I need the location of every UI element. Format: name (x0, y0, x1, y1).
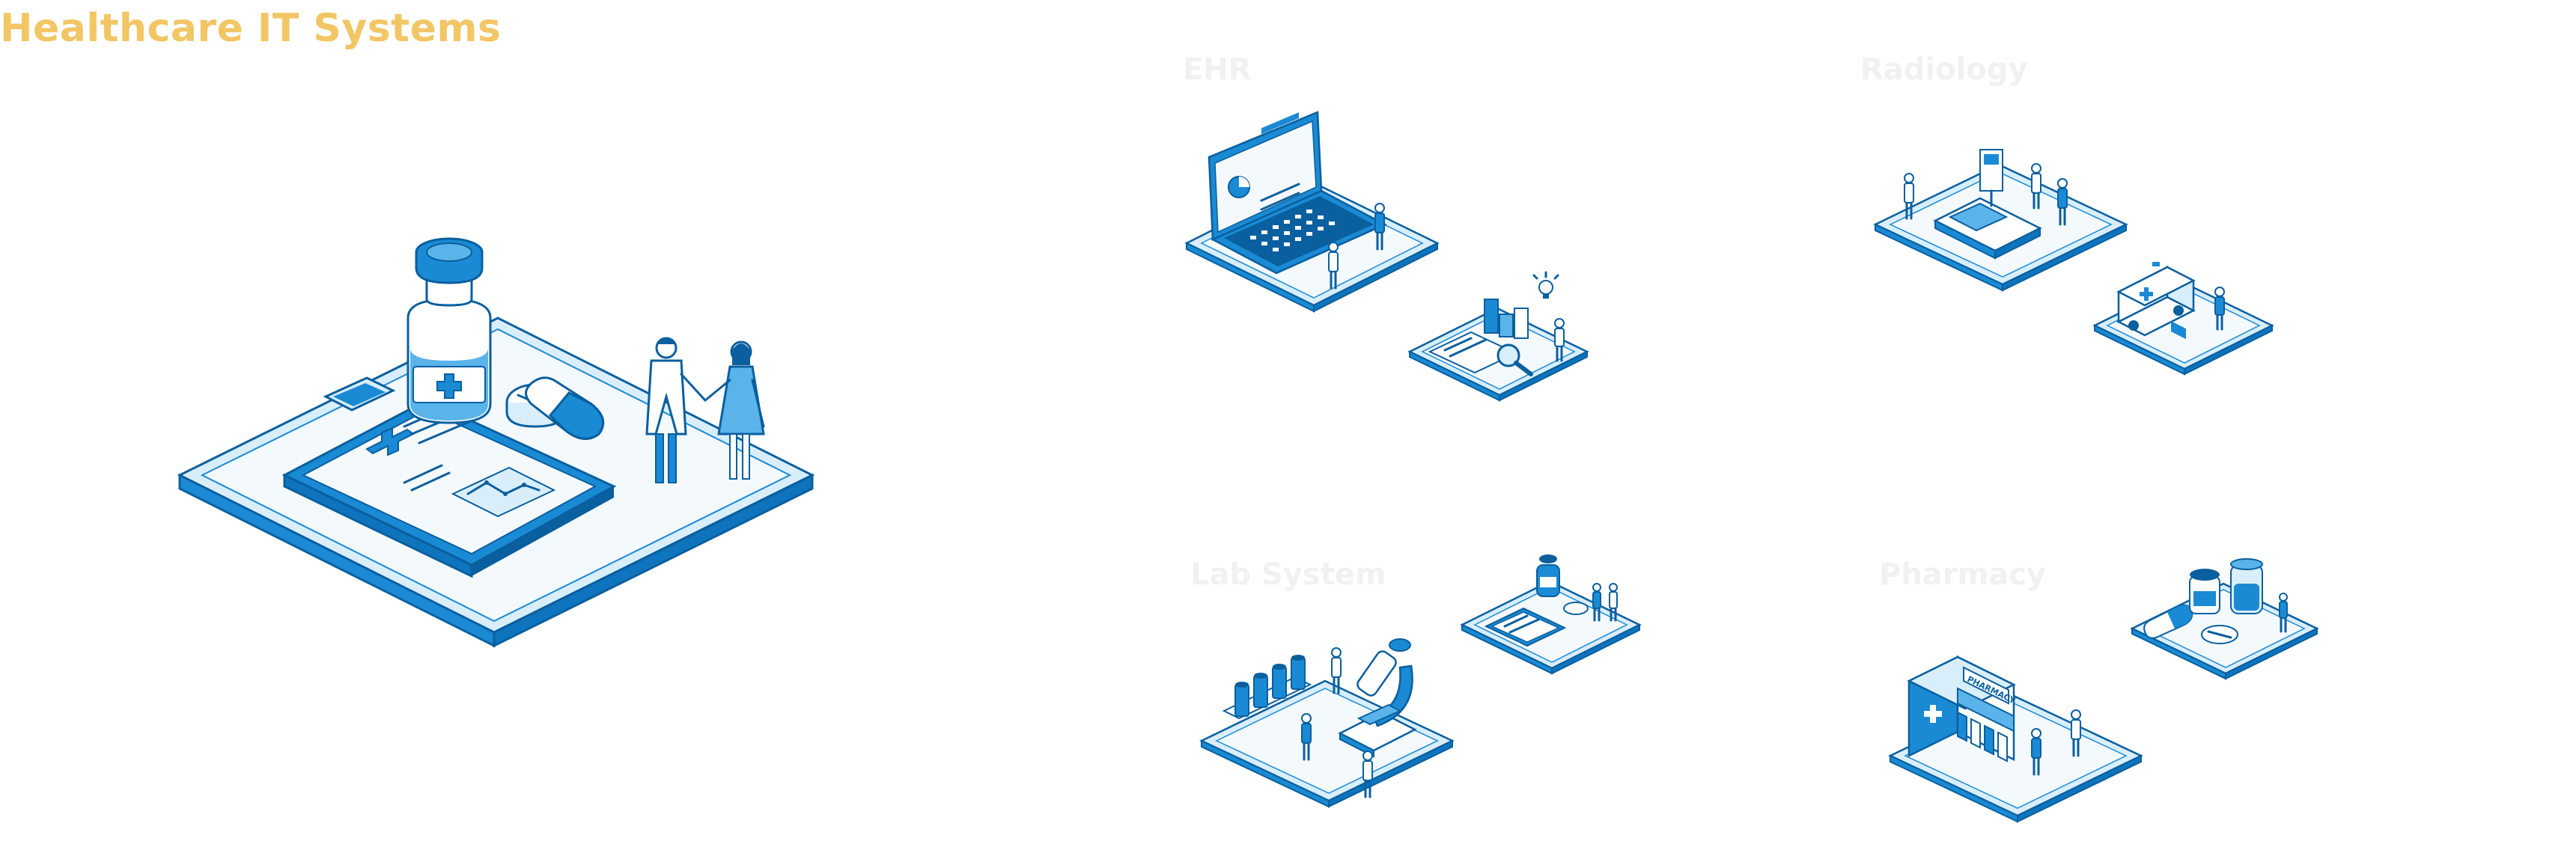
radiology-ambulance-illustration (2092, 262, 2274, 376)
doctor-figure (645, 337, 707, 483)
medicine-jar-icon (2189, 569, 2220, 614)
ehr-analytics-illustration (1407, 271, 1589, 402)
section-label-pharmacy: Pharmacy (1879, 557, 2046, 592)
ehr-person-1 (1328, 242, 1339, 290)
pharmacy-person-2 (2071, 709, 2081, 757)
lab-person-4 (1592, 583, 1601, 622)
capsule-icon (2143, 604, 2193, 639)
lightbulb-icon (1532, 271, 1559, 299)
hero-illustration (177, 237, 815, 648)
lab-microscope-illustration (1199, 638, 1455, 808)
ehr-person-3 (1554, 318, 1565, 362)
microscope-icon (1338, 638, 1417, 758)
ehr-laptop-illustration (1184, 111, 1440, 313)
ambulance-icon (2116, 262, 2196, 340)
radiology-person-1 (1904, 173, 1914, 220)
page-title: Healthcare IT Systems (0, 6, 502, 51)
radiology-person-2 (2057, 178, 2068, 226)
lab-person-5 (1609, 583, 1618, 622)
patient-figure (704, 340, 765, 480)
pharmacy-building-icon: PHARMACY (1907, 655, 2018, 762)
lab-records-illustration (1460, 554, 1642, 675)
pharmacy-person-3 (2279, 593, 2288, 633)
test-tubes-icon (1222, 655, 1312, 720)
radiology-person-4 (2214, 287, 2225, 331)
lab-bottle-icon (1536, 554, 1560, 597)
ehr-person-2 (1374, 203, 1385, 251)
pharmacy-pill-icon (2201, 625, 2238, 644)
flask-icon (2230, 558, 2263, 614)
pills-icon (505, 376, 605, 440)
lab-person-1 (1331, 647, 1342, 694)
section-label-lab: Lab System (1190, 557, 1386, 592)
pharmacy-person-1 (2031, 728, 2041, 776)
medicine-bottle-icon (407, 237, 492, 424)
section-label-radiology: Radiology (1860, 52, 2028, 87)
lab-person-2 (1301, 713, 1312, 761)
hospital-bed-icon (1933, 149, 2042, 260)
pharmacy-medicine-illustration (2130, 558, 2319, 680)
section-label-ehr: EHR (1183, 52, 1252, 87)
lab-pill-icon (1563, 602, 1589, 615)
lab-person-3 (1362, 751, 1373, 798)
radiology-person-3 (2031, 163, 2041, 210)
pharmacy-store-illustration: PHARMACY (1888, 655, 2143, 823)
radiology-bed-illustration (1873, 149, 2128, 292)
